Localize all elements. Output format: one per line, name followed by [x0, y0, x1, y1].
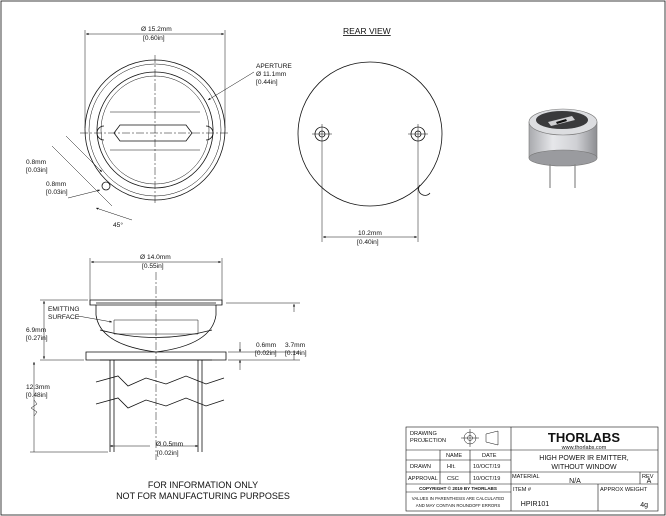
drawn-name: HIt. [447, 464, 456, 470]
row-approval: APPROVAL [408, 476, 438, 482]
emit-height-mm: 6.9mm [26, 327, 47, 334]
dim-outer-diameter-mm: Ø 15.2mm [141, 26, 172, 33]
dim-outer-diameter-in: [0.60in] [143, 35, 165, 42]
dim-cap-diameter-in: [0.55in] [142, 263, 164, 270]
flange-thickness-mm: 0.6mm [256, 342, 277, 349]
aperture-title: APERTURE [256, 63, 292, 70]
disclaimer-1: VALUES IN PARENTHESIS ARE CALCULATED [412, 496, 504, 501]
lead-diameter-mm: Ø 0.5mm [156, 441, 184, 448]
dim-cap-diameter-mm: Ø 14.0mm [140, 254, 171, 261]
component-render [528, 108, 598, 188]
flange-thickness-in: [0.02in] [255, 350, 277, 357]
item-label: ITEM # [513, 487, 532, 493]
body-height-mm: 3.7mm [285, 342, 306, 349]
rev-label: REV [642, 474, 654, 480]
drawing-projection-1: DRAWING [410, 431, 437, 437]
pin-spacing-in: [0.40in] [357, 239, 379, 246]
note-not-for-manufacturing: NOT FOR MANUFACTURING PURPOSES [116, 491, 290, 501]
tab-height-mm: 0.8mm [46, 181, 67, 188]
approval-name: CSC [447, 476, 459, 482]
rear-view-title: REAR VIEW [343, 26, 391, 36]
disclaimer-2: AND MAY CONTAIN ROUNDOFF ERRORS [416, 503, 501, 508]
col-name: NAME [446, 453, 462, 459]
projection-symbol-icon [461, 429, 499, 447]
rev-value: A [647, 478, 652, 485]
emitting-surface-label-1: EMITTING [48, 306, 80, 313]
body-height-in: [0.14in] [285, 350, 307, 357]
note-information-only: FOR INFORMATION ONLY [148, 480, 258, 490]
weight-label: APPROX WEIGHT [600, 487, 648, 493]
aperture-mm: Ø 11.1mm [256, 71, 287, 78]
tab-width-mm: 0.8mm [26, 159, 47, 166]
item-value: HPIR101 [521, 501, 550, 508]
title-block: DRAWING PROJECTION THORLABS www.thorlabs… [405, 426, 659, 512]
title-line-2: WITHOUT WINDOW [551, 464, 617, 471]
material-value: N/A [569, 478, 581, 485]
side-view: Ø 14.0mm [0.55in] EMITTING SURFACE 6.9mm… [26, 254, 307, 460]
tab-angle: 45° [113, 221, 123, 229]
lead-length-in: [0.48in] [26, 392, 48, 399]
weight-value: 4g [640, 502, 648, 509]
front-view: Ø 15.2mm [0.60in] APERTURE Ø 11.1mm [0.4… [26, 26, 292, 229]
copyright: COPYRIGHT © 2019 BY THORLABS [419, 485, 497, 491]
approval-date: 10/OCT/19 [473, 476, 500, 482]
material-label: MATERIAL [512, 474, 540, 480]
lead-length-mm: 12.3mm [26, 384, 50, 391]
rear-view: REAR VIEW 10.2mm [0.40in] [297, 26, 443, 246]
thorlabs-website: www.thorlabs.com [561, 445, 607, 451]
drawing-projection-2: PROJECTION [410, 438, 446, 444]
drawn-date: 10/OCT/19 [473, 464, 500, 470]
row-drawn: DRAWN [410, 464, 431, 470]
emitting-surface-label-2: SURFACE [48, 314, 80, 321]
col-date: DATE [482, 453, 497, 459]
thorlabs-logo: THORLABS [548, 430, 621, 445]
tab-width-in: [0.03in] [26, 167, 48, 174]
title-line-1: HIGH POWER IR EMITTER, [539, 455, 629, 462]
pin-spacing-mm: 10.2mm [358, 230, 382, 237]
tab-height-in: [0.03in] [46, 189, 68, 196]
emit-height-in: [0.27in] [26, 335, 48, 342]
lead-diameter-in: [0.02in] [157, 450, 179, 457]
aperture-in: [0.44in] [256, 79, 278, 86]
